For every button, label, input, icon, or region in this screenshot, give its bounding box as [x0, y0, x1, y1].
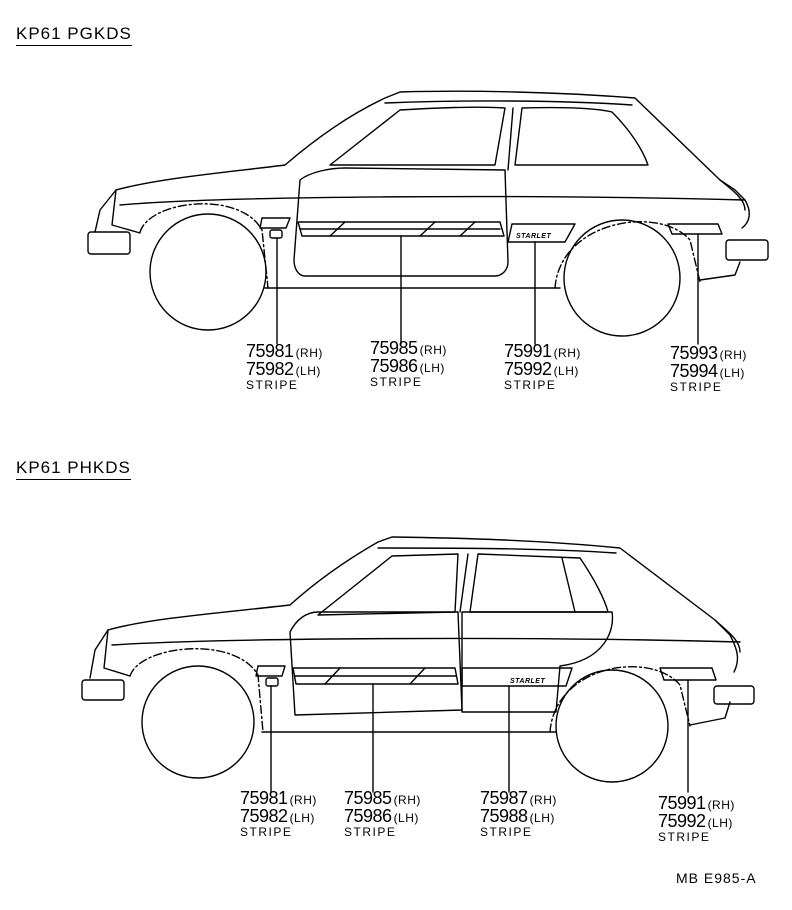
callout-stripe-front-door: 75985(RH) 75986(LH) STRIPE [344, 788, 421, 839]
callout-stripe-rear-door: 75987(RH) 75988(LH) STRIPE [480, 788, 557, 839]
callout-stripe-front-fender: 75981(RH) 75982(LH) STRIPE [246, 341, 323, 392]
car-side-view-3door: STARLET [87, 90, 769, 345]
diagram-title: KP61 PHKDS [16, 458, 131, 480]
starlet-badge: STARLET [510, 678, 545, 685]
callout-stripe-door: 75985(RH) 75986(LH) STRIPE [370, 338, 447, 389]
callout-stripe-rear: 75993(RH) 75994(LH) STRIPE [670, 343, 747, 394]
starlet-badge: STARLET [516, 233, 551, 240]
car-side-view-5door: STARLET [81, 536, 755, 793]
callout-stripe-front-fender: 75981(RH) 75982(LH) STRIPE [240, 788, 317, 839]
reference-code: MB E985-A [676, 870, 757, 886]
diagram-title: KP61 PGKDS [16, 24, 132, 46]
callout-stripe-quarter: 75991(RH) 75992(LH) STRIPE [504, 341, 581, 392]
callout-stripe-rear: 75991(RH) 75992(LH) STRIPE [658, 793, 735, 844]
